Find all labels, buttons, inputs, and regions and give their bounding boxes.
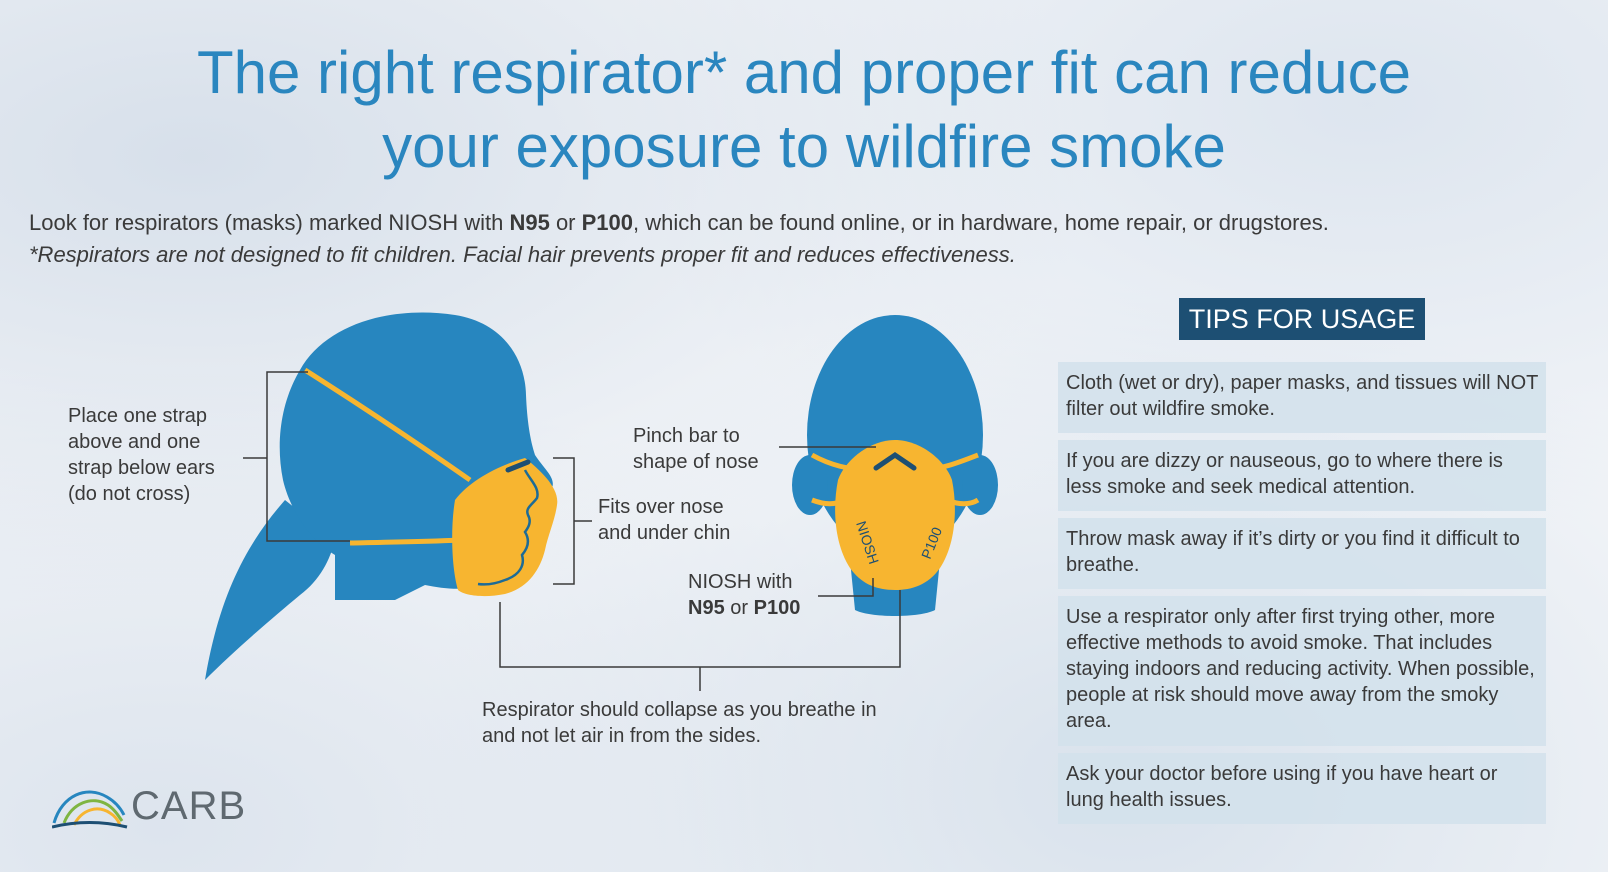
fits-callout: Fits over nose and under chin (598, 496, 731, 544)
intro-text-start: Look for respirators (masks) marked NIOS… (29, 210, 510, 235)
side-mask (452, 458, 558, 597)
strap-callout: Place one strap above and one strap belo… (68, 405, 215, 505)
tip-text: Cloth (wet or dry), paper masks, and tis… (1066, 372, 1539, 420)
collapse-callout: Respirator should collapse as you breath… (482, 699, 877, 747)
tip-card: Cloth (wet or dry), paper masks, and tis… (1058, 362, 1546, 433)
intro-or: or (549, 210, 582, 235)
ponytail (205, 500, 335, 680)
right-ear (962, 455, 998, 515)
niosh-line (818, 578, 874, 597)
side-upper-strap (303, 367, 472, 483)
front-nose-pinch-bar (873, 451, 917, 471)
tip-text: Ask your doctor before using if you have… (1066, 763, 1498, 811)
title-line-2: your exposure to wildfire smoke (382, 113, 1226, 180)
fits-bracket-line (553, 457, 592, 585)
tips-heading: TIPS FOR USAGE (1179, 298, 1425, 340)
front-mask (835, 440, 955, 590)
side-lower-strap (349, 537, 461, 546)
niosh-callout-line1: NIOSH with (688, 571, 793, 593)
carb-logo-text: CARB (131, 784, 247, 828)
carb-logo-icon (52, 790, 128, 829)
niosh-callout-p100: P100 (753, 597, 801, 619)
tip-card: Use a respirator only after first trying… (1058, 596, 1546, 746)
tip-card: If you are dizzy or nauseous, go to wher… (1058, 440, 1546, 511)
tip-card: Throw mask away if it’s dirty or you fin… (1058, 518, 1546, 589)
tip-text: Throw mask away if it’s dirty or you fin… (1066, 528, 1520, 576)
pinch-callout: Pinch bar to shape of nose (633, 425, 759, 473)
tip-text: If you are dizzy or nauseous, go to wher… (1066, 450, 1503, 498)
callout-lines (243, 371, 901, 691)
niosh-callout-n95: N95 (688, 597, 725, 619)
side-nose-pinch-bar (505, 459, 531, 473)
intro-text-end: , which can be found online, or in hardw… (633, 210, 1329, 235)
tip-card: Ask your doctor before using if you have… (1058, 753, 1546, 824)
title-line-1: The right respirator* and proper fit can… (197, 39, 1411, 106)
intro-p100: P100 (581, 210, 634, 235)
niosh-callout: NIOSH with N95 or P100 (688, 569, 800, 621)
collapse-bracket-line (499, 590, 901, 691)
tip-text: Use a respirator only after first trying… (1066, 606, 1535, 732)
niosh-callout-or: or (724, 597, 754, 619)
front-head-figure: NIOSH P100 (792, 315, 998, 616)
strap-bracket-line (243, 371, 350, 542)
intro-note: *Respirators are not designed to fit chi… (29, 242, 1016, 267)
page-title: The right respirator* and proper fit can… (0, 36, 1608, 184)
side-mask-face-line (477, 469, 539, 586)
intro-n95: N95 (509, 210, 550, 235)
intro-text: Look for respirators (masks) marked NIOS… (29, 207, 1599, 271)
side-profile-figure (205, 312, 558, 680)
left-ear (792, 455, 828, 515)
